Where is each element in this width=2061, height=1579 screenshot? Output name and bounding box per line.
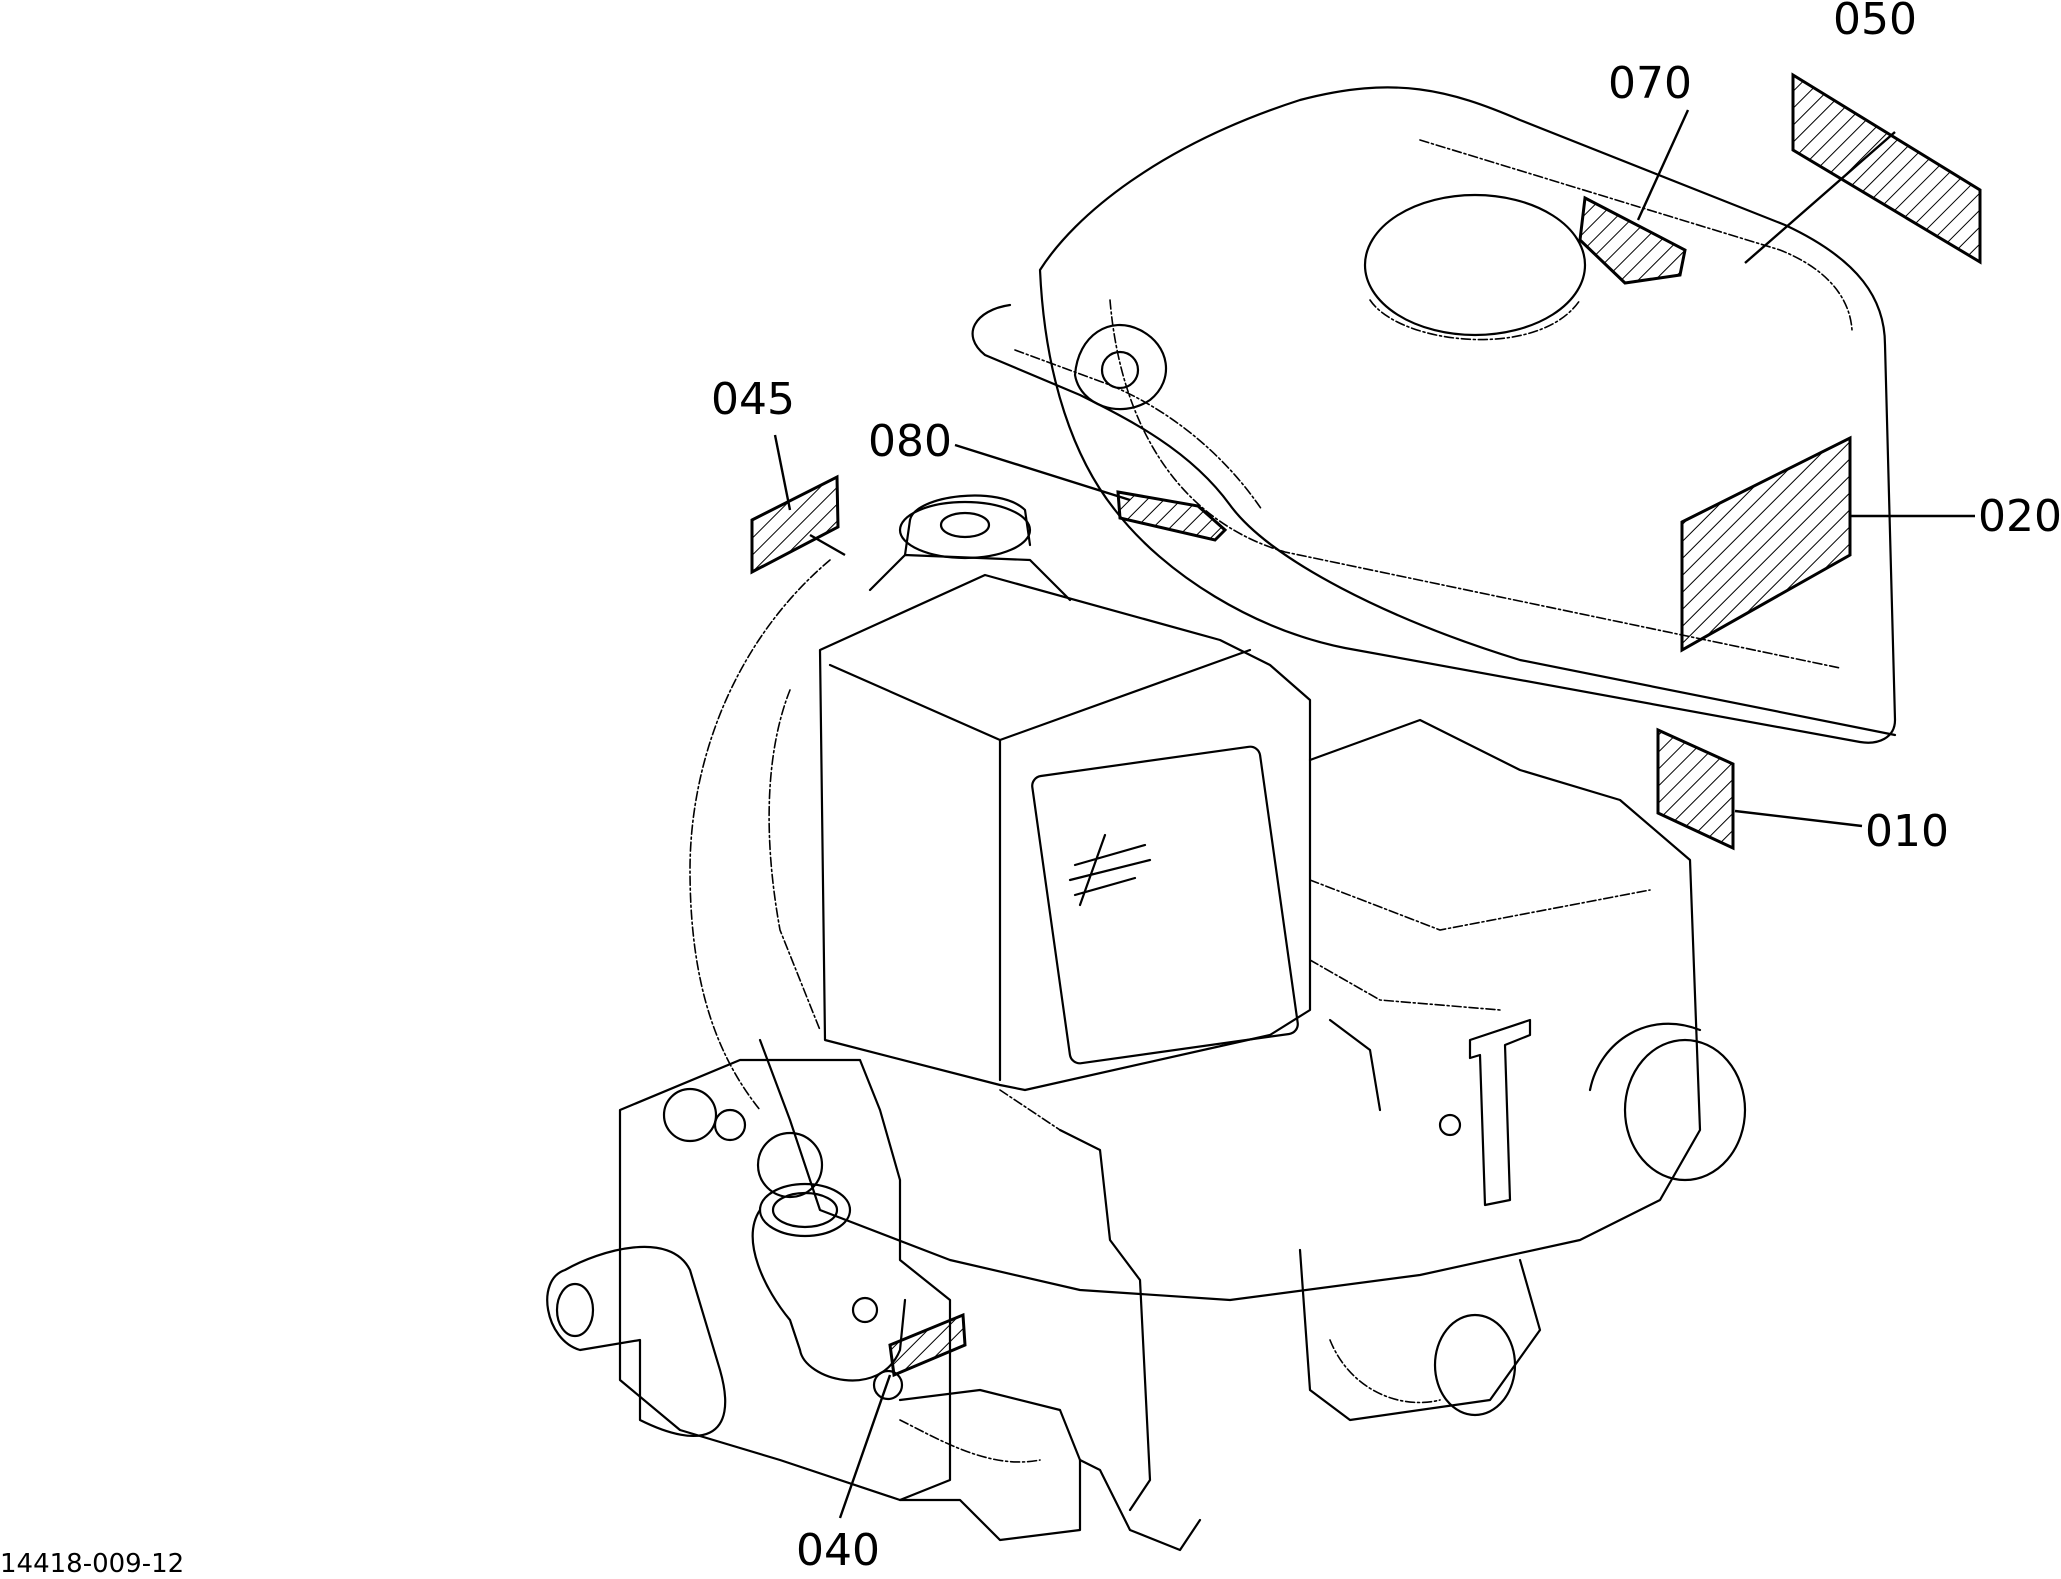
radiator-nameplate	[1068, 833, 1152, 907]
callout-045: 045	[711, 374, 795, 425]
callout-010: 010	[1865, 806, 1949, 857]
fuel-cap	[1363, 193, 1587, 337]
decal-020	[1680, 435, 1852, 653]
water-port	[662, 1087, 718, 1143]
callout-020: 020	[1978, 491, 2061, 542]
drawing-id: 14418-009-12	[0, 1549, 184, 1579]
leader-050	[1744, 131, 1896, 264]
decal-010	[1656, 727, 1735, 851]
engine-line-art	[546, 86, 1897, 1552]
leader-045-tail	[809, 533, 846, 557]
radiator	[768, 494, 1312, 1092]
callout-labels: 050 070 045 080 020 010 040	[711, 0, 2061, 1576]
leader-080	[954, 443, 1131, 502]
decal-070	[1578, 195, 1687, 285]
lift-eye	[1073, 324, 1168, 411]
leader-070	[1636, 109, 1690, 221]
decals	[750, 72, 1982, 1378]
decal-045	[750, 474, 840, 575]
callout-070: 070	[1608, 58, 1692, 109]
side-guides	[999, 1018, 1382, 1512]
callout-040: 040	[796, 1525, 880, 1576]
water-outlet-pipe	[758, 1182, 852, 1238]
decal-050	[1791, 72, 1982, 265]
decal-080	[1116, 490, 1228, 542]
front-housing	[546, 1058, 1202, 1552]
radiator-cap	[898, 500, 1032, 560]
decal-040	[888, 1312, 967, 1378]
gear-cover-boss	[1623, 1038, 1747, 1182]
leader-040	[838, 1374, 892, 1519]
fuel-tank	[971, 86, 1897, 744]
leader-045	[773, 434, 792, 511]
leader-010	[1734, 809, 1863, 828]
leader-lines	[773, 109, 1975, 1519]
crankcase	[689, 559, 1747, 1422]
callout-050: 050	[1833, 0, 1917, 45]
callout-080: 080	[868, 416, 952, 467]
